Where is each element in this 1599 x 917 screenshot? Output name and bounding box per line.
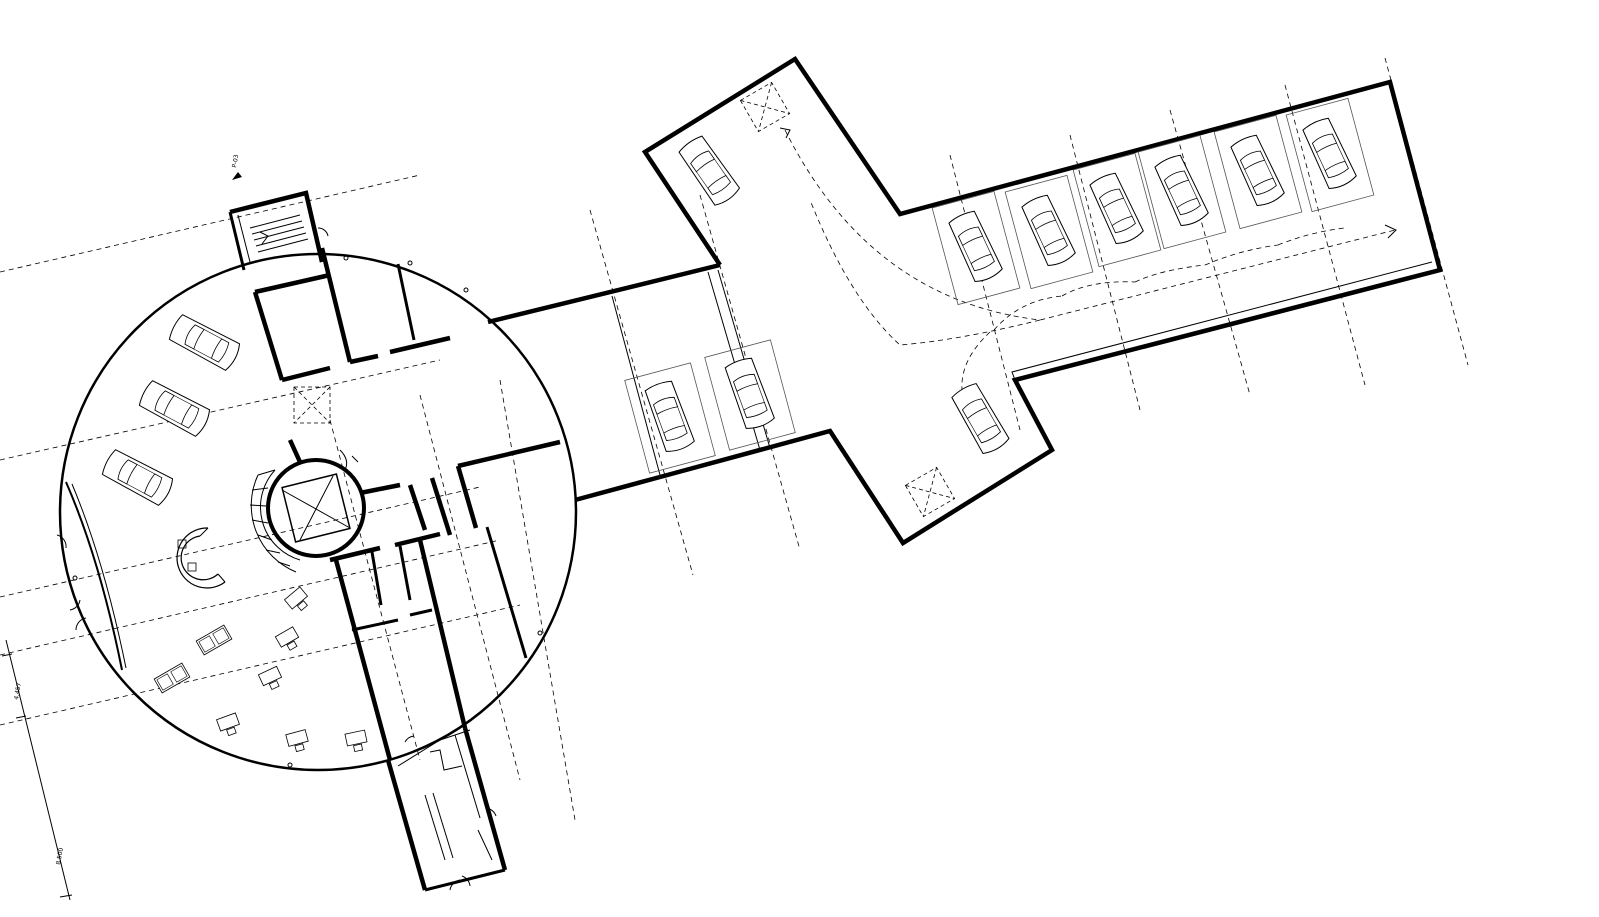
desk-icon	[285, 729, 311, 754]
garage-hall	[641, 55, 1443, 547]
connector-corridor	[487, 262, 771, 503]
lounge-sofa	[195, 624, 233, 656]
circular-showroom	[56, 252, 578, 772]
stair-core	[249, 449, 366, 573]
south-wing	[385, 727, 508, 892]
car-icon	[1019, 192, 1078, 269]
desk-icon	[284, 586, 313, 615]
car-icon	[949, 380, 1011, 457]
car-icon	[1087, 170, 1146, 247]
parking-bay	[624, 362, 716, 474]
parking-bays	[624, 97, 1375, 474]
desk-icon	[344, 729, 369, 754]
desk-icon	[274, 626, 303, 654]
dimension-line: 4.457 8.500	[1, 639, 73, 901]
desk-icon	[216, 712, 243, 739]
lounge-sofa	[153, 662, 191, 694]
parking-bay	[1213, 114, 1303, 230]
parking-bay	[704, 339, 796, 451]
car-icon	[136, 378, 213, 439]
car-icon	[723, 355, 776, 432]
stair-tower	[228, 190, 329, 271]
parking-bay	[1072, 152, 1162, 268]
car-icon	[1300, 115, 1359, 192]
parking-bay	[931, 190, 1021, 306]
car-icon	[1152, 152, 1211, 229]
car-icon	[166, 312, 243, 373]
car-icon	[99, 447, 176, 508]
dimension-label-1: 4.457	[13, 682, 23, 700]
car-icon	[946, 208, 1005, 285]
parking-bay	[1004, 174, 1094, 290]
car-icon	[1228, 132, 1287, 209]
parking-bay	[1285, 97, 1375, 213]
office-desks	[153, 586, 369, 754]
moving-cars	[676, 133, 1011, 457]
desk-icon	[258, 665, 285, 693]
reception-desk	[176, 527, 226, 589]
section-arrow-icon	[232, 172, 242, 180]
interior-walls	[252, 247, 561, 761]
parking-bay	[1137, 134, 1227, 250]
dimension-label-2: 8.500	[55, 847, 65, 865]
car-icon	[676, 133, 742, 209]
section-marker-label: P-03	[231, 154, 240, 168]
section-marker: P-03	[231, 154, 242, 180]
